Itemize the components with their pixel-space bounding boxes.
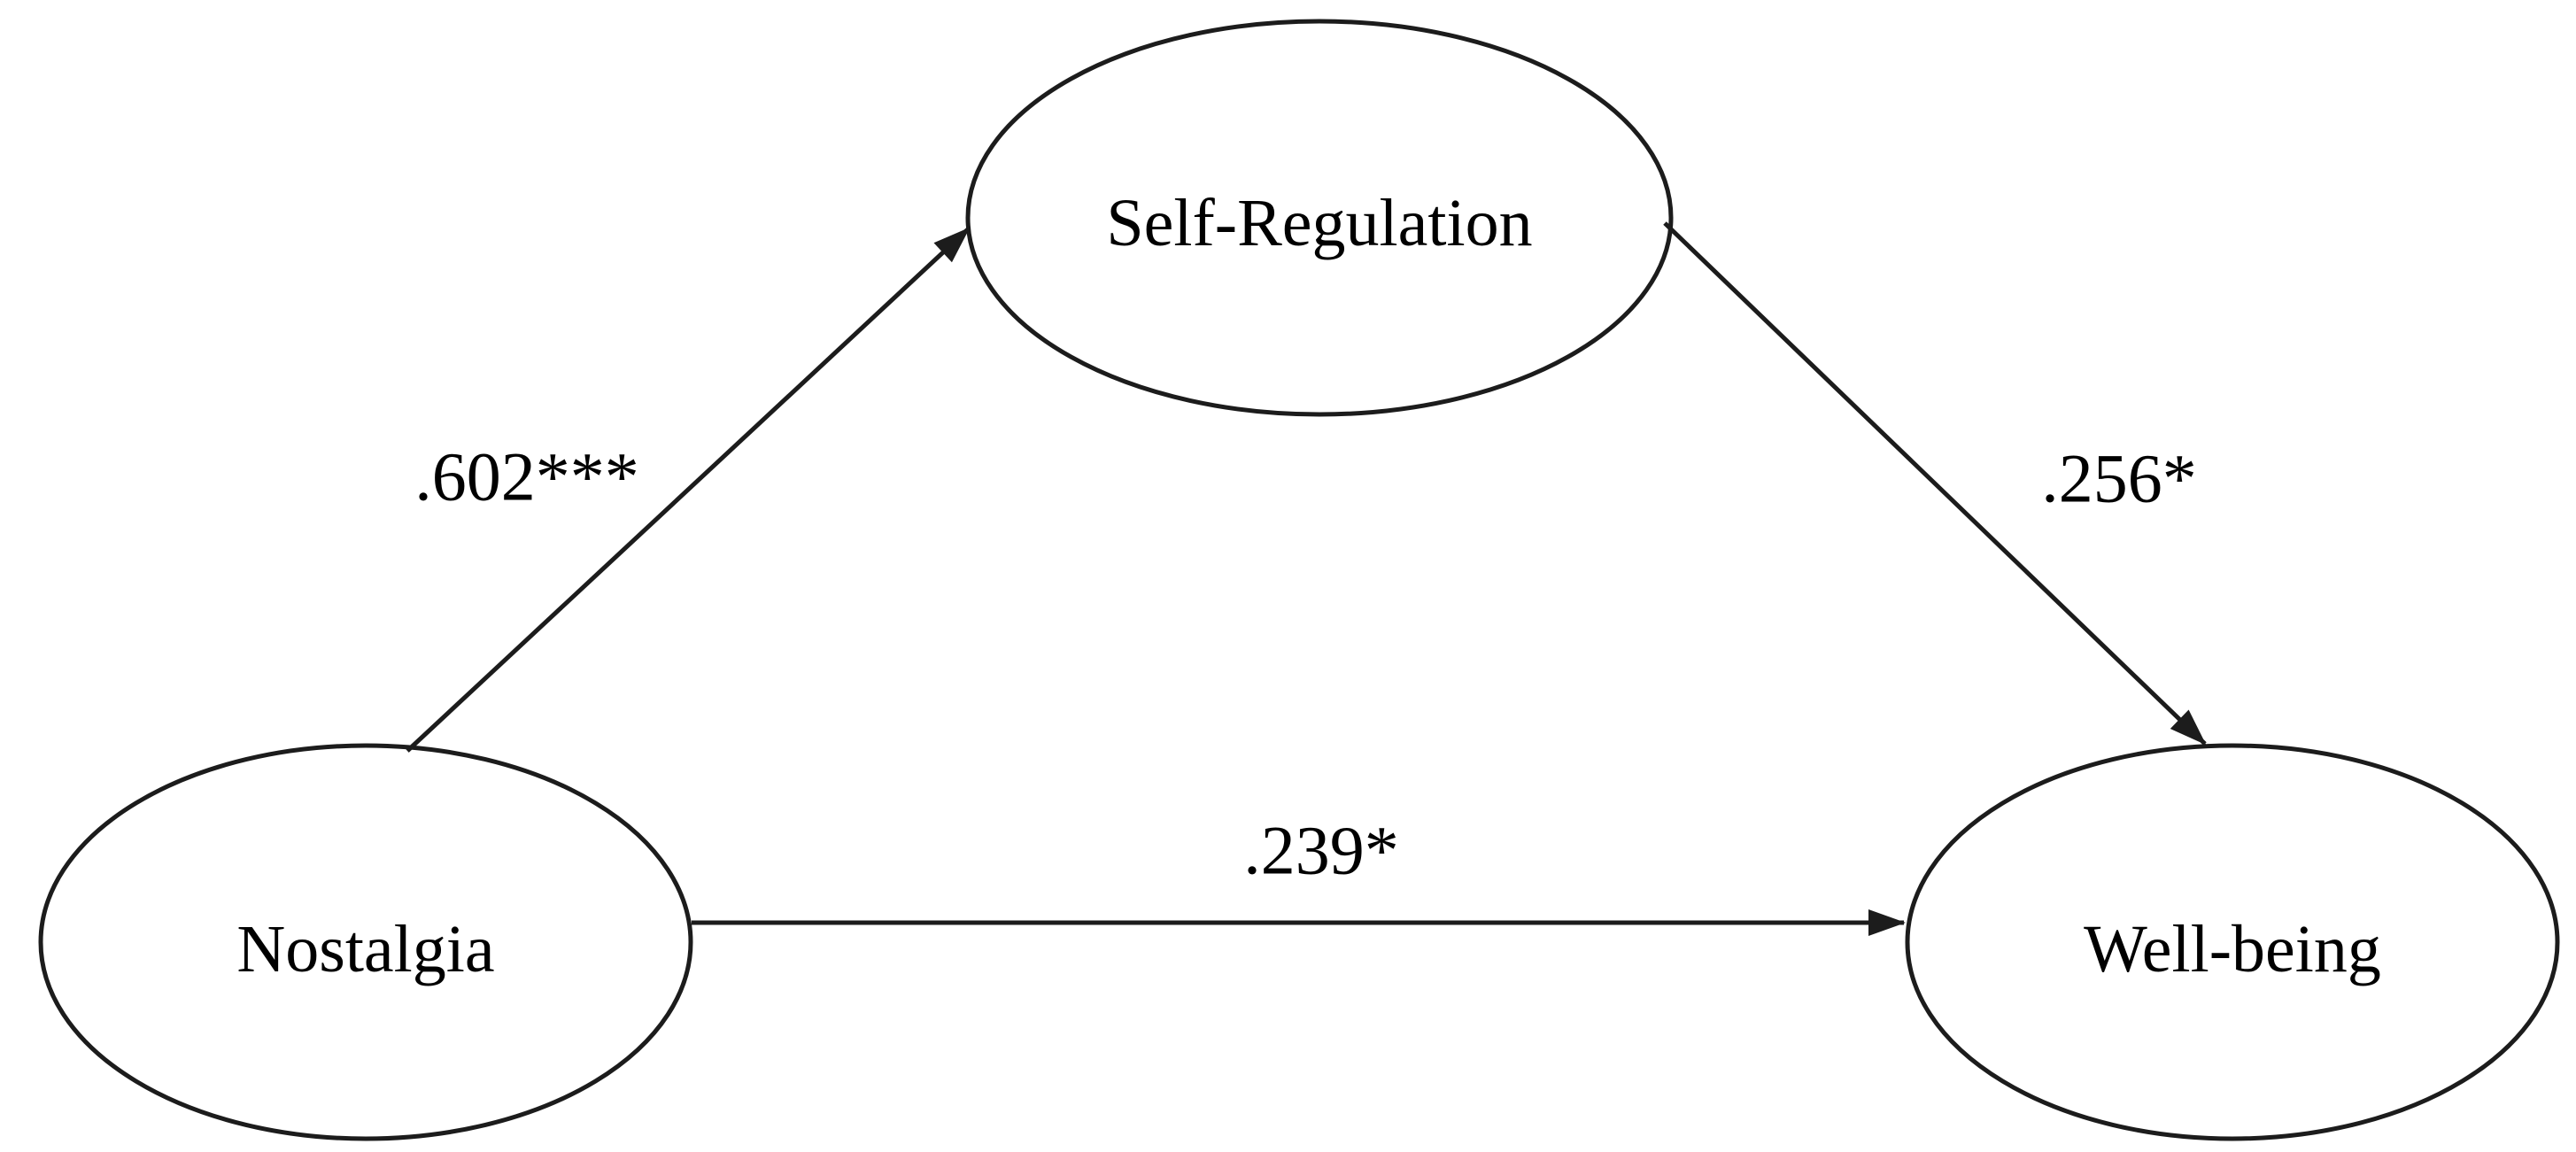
well-being-label: Well-being	[2084, 912, 2381, 986]
node-self-regulation	[965, 19, 1674, 417]
nostalgia-label: Nostalgia	[236, 912, 494, 986]
coefficient-nostalgia-to-well-being: .239*	[1243, 812, 1399, 889]
node-well-being	[1905, 743, 2560, 1141]
node-nostalgia	[38, 743, 693, 1141]
path-nostalgia-to-self-regulation	[406, 227, 971, 753]
coefficient-nostalgia-to-self-regulation: .602***	[414, 438, 639, 515]
coefficient-self-regulation-to-well-being: .256*	[2041, 440, 2197, 517]
path-self-regulation-to-well-being	[1663, 221, 2207, 746]
nostalgia-ellipse	[38, 743, 693, 1141]
self-regulation-label: Self-Regulation	[1106, 186, 1532, 260]
self-regulation-ellipse	[965, 19, 1674, 417]
well-being-ellipse	[1905, 743, 2560, 1141]
